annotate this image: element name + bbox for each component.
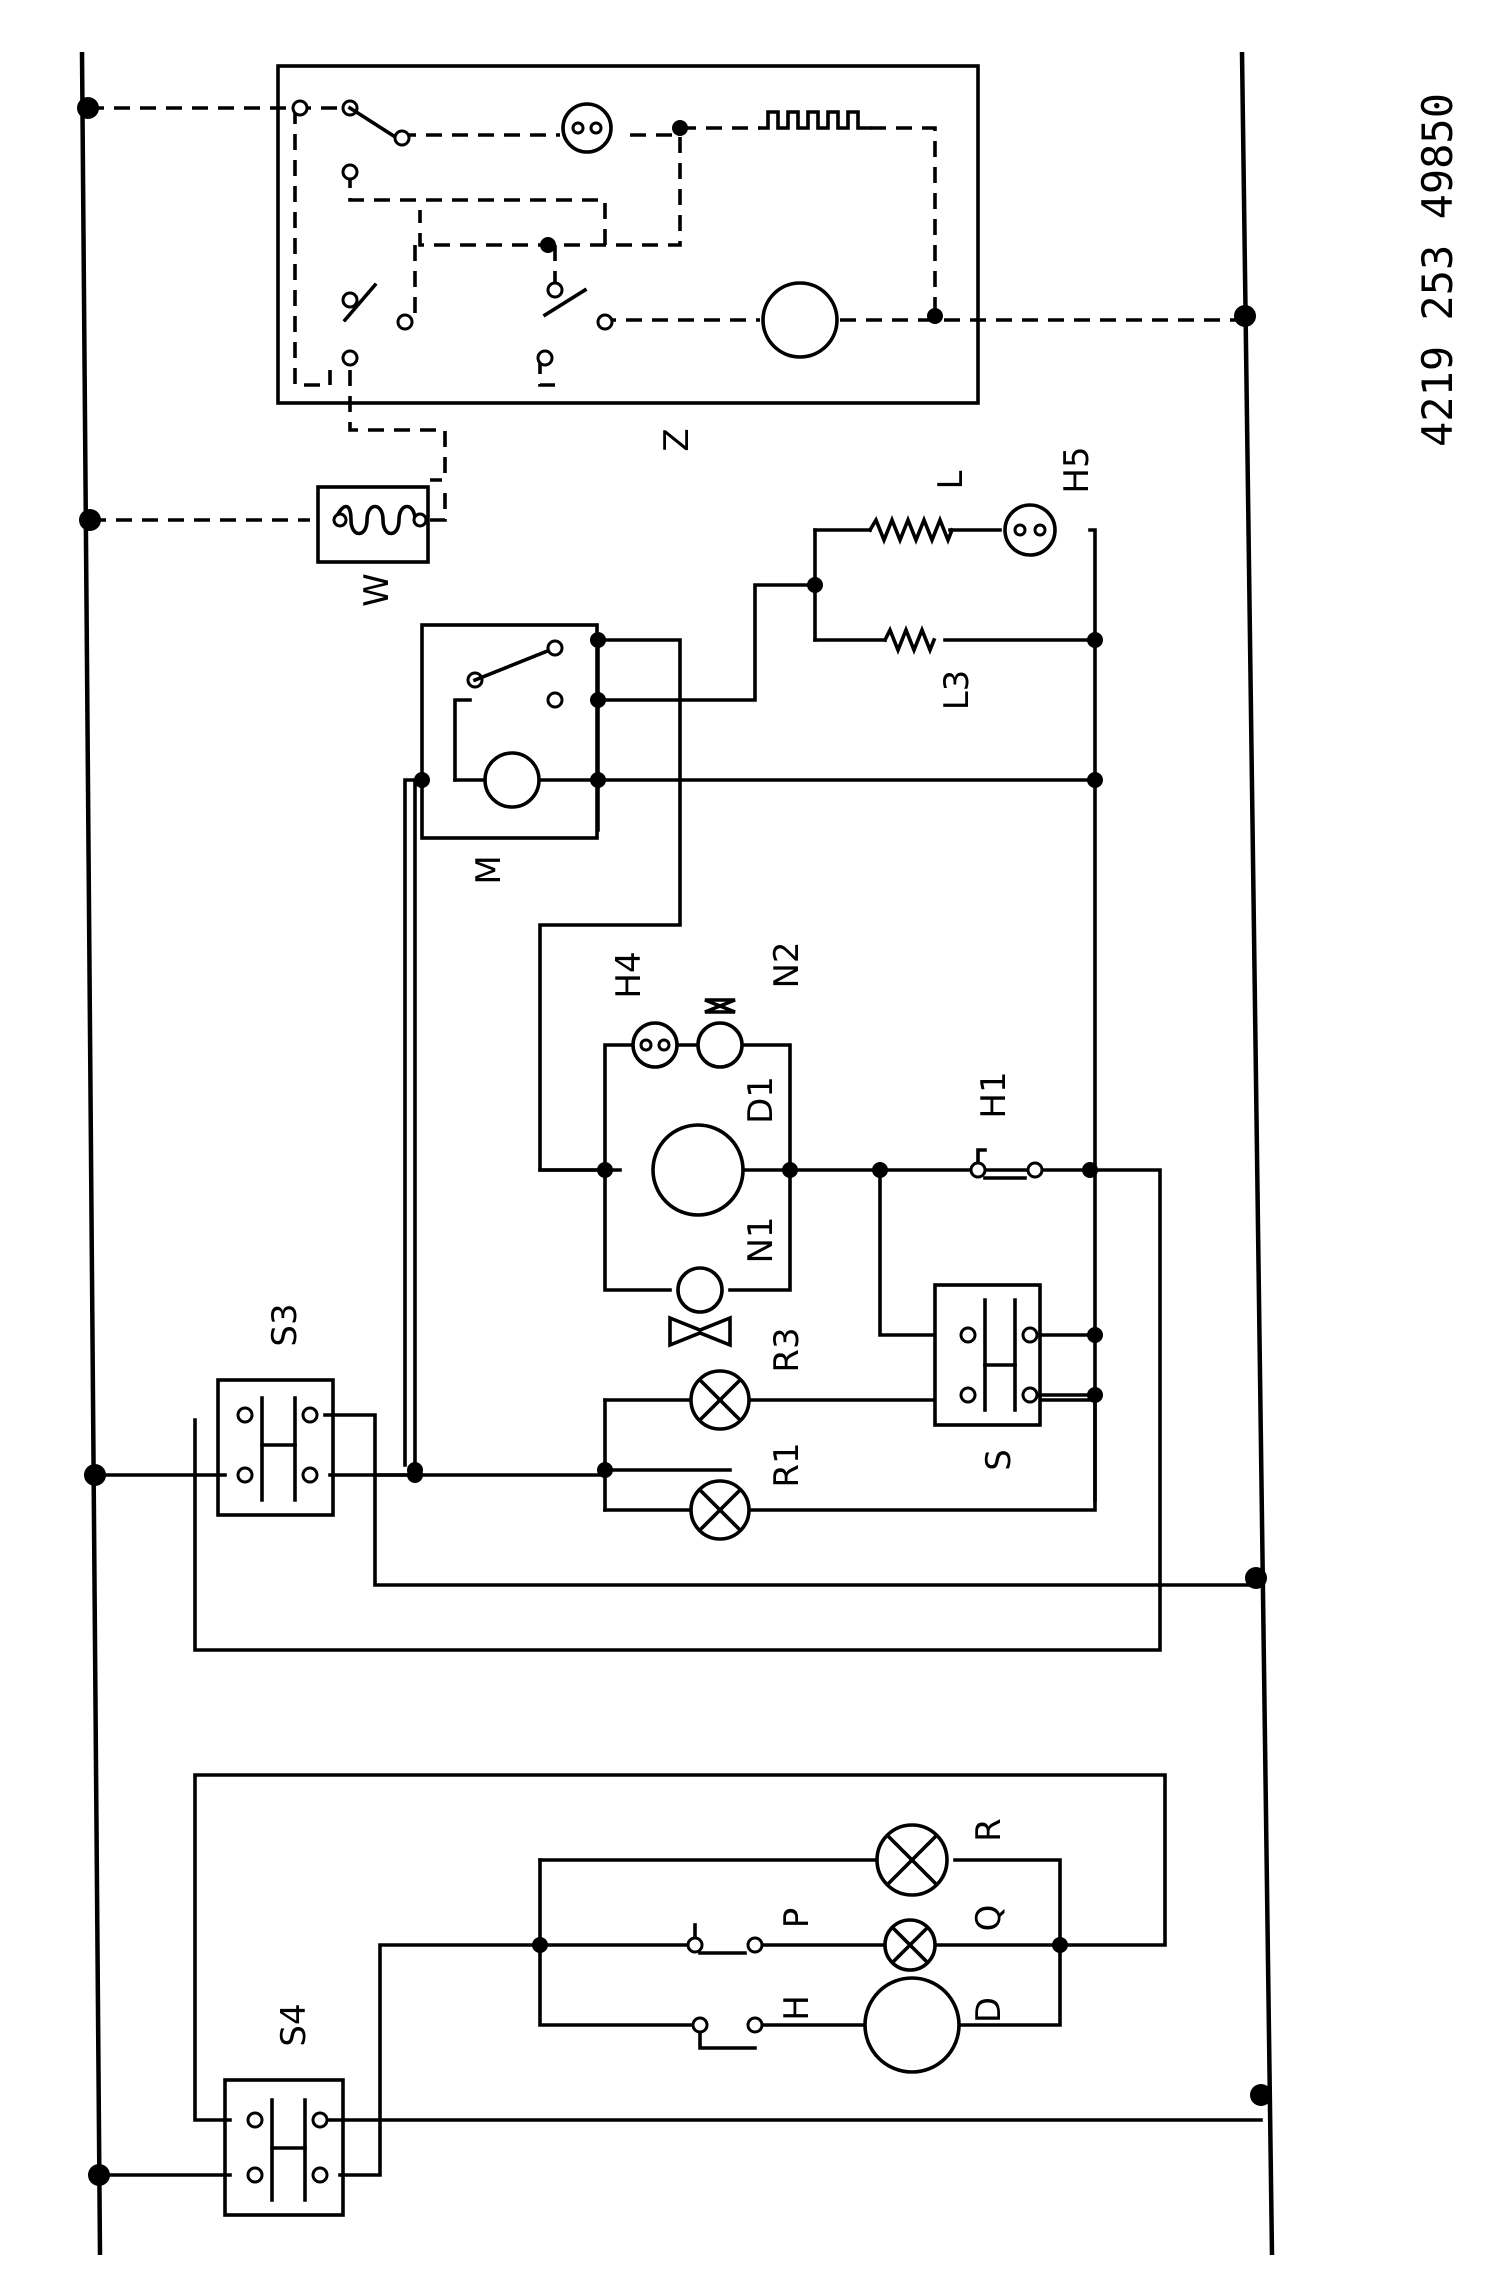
label-S3: S3 (265, 1303, 305, 1346)
unit-Z-lamp-icon (561, 102, 613, 154)
switch-S4-box (223, 2078, 345, 2217)
unit-Z-node (672, 120, 688, 136)
lamp-Q-icon (883, 1918, 937, 1972)
branch-node (597, 1462, 613, 1478)
switch-H1-icon (969, 1148, 1044, 1180)
contact-H-icon (691, 2016, 764, 2050)
unit-Z-wiring (88, 106, 1245, 522)
motor-M-icon (483, 751, 541, 809)
bus-node (1250, 2084, 1272, 2106)
label-L3: L3 (937, 670, 977, 711)
unit-Z-switch-3 (536, 281, 614, 367)
label-R1: R1 (767, 1442, 807, 1487)
label-D1: D1 (741, 1076, 781, 1124)
unit-Z-node (927, 308, 943, 324)
label-S4: S4 (274, 2003, 314, 2046)
circuit-wires-lower (97, 1773, 1263, 2177)
contact-P-icon (686, 1923, 764, 1955)
branch-node (1082, 1162, 1098, 1178)
label-L: L (931, 470, 971, 489)
branch-node (1087, 1387, 1103, 1403)
label-W: W (357, 573, 397, 607)
label-Q: Q (969, 1905, 1009, 1932)
bus-node (1234, 305, 1256, 327)
unit-Z-motor-icon (761, 281, 839, 359)
label-H1: H1 (974, 1071, 1014, 1118)
supply-bus-left (79, 51, 103, 2256)
label-N2: N2 (767, 941, 807, 988)
branch-node (1087, 772, 1103, 788)
lamp-H5-icon (1003, 503, 1057, 557)
lamp-R3-icon (689, 1369, 751, 1431)
switch-S3-contacts (236, 1396, 319, 1502)
motor-D-icon (863, 1976, 961, 2074)
document-number: 4219 253 49850 (1413, 93, 1462, 447)
unit-Z-box (276, 64, 980, 405)
label-H: H (777, 1995, 817, 2021)
label-S: S (979, 1449, 1019, 1471)
branch-node (1052, 1937, 1068, 1953)
supply-bus-right (1239, 51, 1275, 2256)
branch-node (532, 1937, 548, 1953)
branch-node (597, 1162, 613, 1178)
switch-S3-box (216, 1378, 335, 1517)
switch-S4-contacts (246, 2098, 329, 2202)
branch-node (782, 1162, 798, 1178)
coil-W-terminal (332, 512, 348, 528)
coil-W-terminal (412, 512, 428, 528)
label-P: P (777, 1908, 817, 1929)
motor-D1-icon (651, 1123, 745, 1217)
motor-unit-M-box (420, 623, 599, 840)
circuit-wires-S3 (93, 778, 1258, 1587)
label-D: D (969, 1997, 1009, 2023)
valve-N1-icon (668, 1266, 732, 1348)
branch-node (1087, 632, 1103, 648)
label-M: M (469, 855, 509, 884)
branch-node (1087, 1327, 1103, 1343)
label-N1: N1 (741, 1216, 781, 1263)
resistor-L-icon (867, 515, 955, 545)
lamp-H4-icon (631, 1021, 679, 1069)
branch-node (807, 577, 823, 593)
branch-node (872, 1162, 888, 1178)
resistor-L3-icon (882, 625, 937, 655)
unit-Z-switch-2 (341, 282, 414, 367)
label-Z: Z (657, 428, 697, 451)
label-H4: H4 (609, 951, 649, 998)
circuit-wires-upper (403, 528, 1097, 1502)
label-R: R (969, 1818, 1009, 1842)
switch-S-box (933, 1283, 1042, 1427)
label-R3: R3 (767, 1327, 807, 1372)
lamp-R1-icon (689, 1479, 751, 1541)
motor-M-contacts (453, 638, 600, 832)
lamp-R-icon (875, 1823, 949, 1897)
unit-Z-switch-1 (291, 99, 411, 181)
coil-W-icon (332, 504, 417, 536)
unit-Z-heater-icon (758, 110, 872, 130)
switch-S-contacts (959, 1298, 1039, 1412)
label-H5: H5 (1057, 446, 1097, 493)
unit-Z-node (540, 237, 556, 253)
valve-N2-icon (696, 998, 744, 1069)
